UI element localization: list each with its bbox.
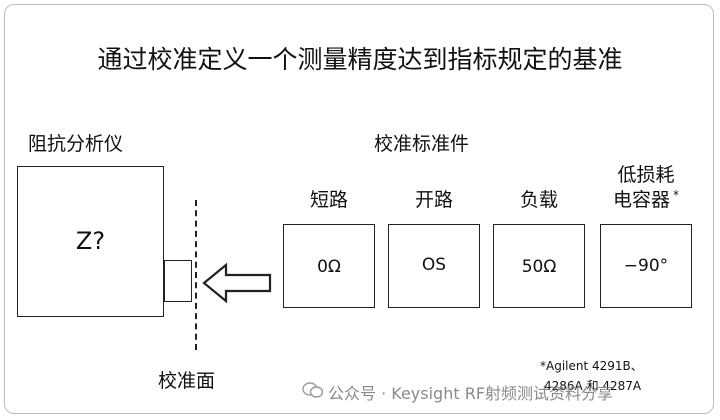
analyzer-label: 阻抗分析仪: [28, 133, 124, 155]
standard-box-load: 50Ω: [493, 224, 585, 308]
standard-name-capacitor-line2: 电容器*: [600, 185, 692, 212]
wechat-icon: [302, 382, 324, 398]
calibration-plane-line: [195, 200, 197, 350]
footnote: *Agilent 4291B、 4286A 和 4287A: [540, 356, 643, 396]
standard-box-capacitor: −90°: [600, 224, 692, 308]
standard-box-open: OS: [388, 224, 480, 308]
standard-box-short: 0Ω: [283, 224, 375, 308]
analyzer-port: [164, 260, 192, 302]
standard-name-capacitor-line1: 低损耗: [617, 164, 675, 186]
standard-name-load: 负载: [519, 189, 558, 211]
standard-value-short: 0Ω: [317, 257, 341, 277]
standard-name-open: 开路: [414, 189, 453, 211]
analyzer-symbol: Z?: [75, 227, 106, 255]
standard-name-short: 短路: [309, 189, 348, 211]
capacitor-name-text: 电容器: [612, 189, 670, 211]
standard-value-load: 50Ω: [521, 257, 557, 277]
standards-heading: 校准标准件: [374, 133, 470, 155]
diagram-frame: [4, 4, 714, 414]
impedance-analyzer-box: Z?: [17, 166, 164, 317]
standard-value-capacitor: −90°: [623, 256, 669, 276]
diagram-title: 通过校准定义一个测量精度达到指标规定的基准: [97, 45, 623, 74]
standard-value-open: OS: [421, 255, 447, 275]
arrow-left-icon: [202, 262, 272, 304]
watermark-text: 公众号 · Keysight RF射频测试资料分享: [328, 384, 614, 403]
capacitor-footnote-marker: *: [673, 187, 679, 202]
calibration-plane-label: 校准面: [158, 370, 216, 392]
footnote-line1: *Agilent 4291B、: [540, 359, 643, 373]
footnote-line2: 4286A 和 4287A: [544, 379, 642, 393]
